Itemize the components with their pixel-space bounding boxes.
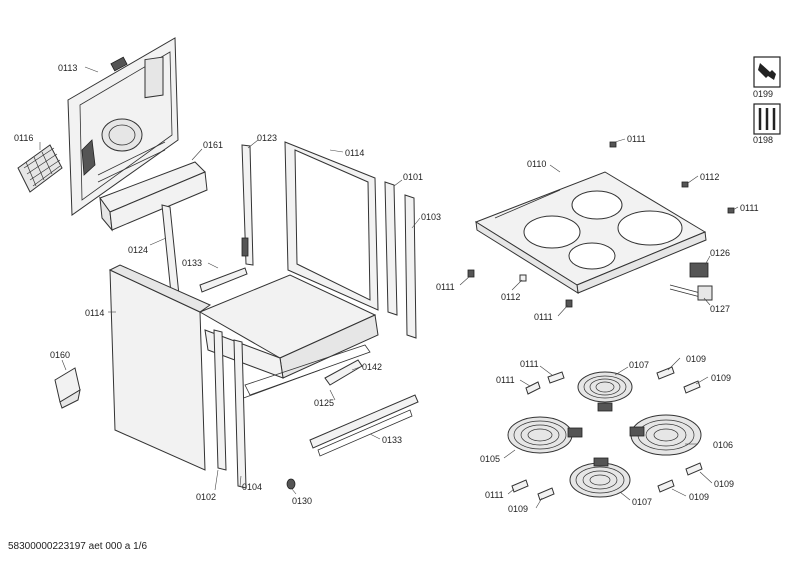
part-labels: 0113 0116 0161 0124 0133 0123 0114 0101 … bbox=[14, 63, 773, 514]
label-0133-upper: 0133 bbox=[182, 258, 202, 268]
label-0111-e3: 0111 bbox=[485, 490, 504, 500]
heating-element-left bbox=[507, 416, 583, 454]
leader-lines bbox=[39, 66, 739, 509]
label-0110: 0110 bbox=[527, 159, 546, 169]
adjustable-foot-part bbox=[286, 478, 296, 490]
element-bracket-parts bbox=[511, 366, 703, 501]
label-0106: 0106 bbox=[713, 440, 733, 450]
clip-parts bbox=[467, 141, 735, 308]
label-0124: 0124 bbox=[128, 245, 148, 255]
rail-front-part bbox=[213, 329, 247, 489]
label-0109-br: 0109 bbox=[689, 492, 709, 502]
label-0198: 0198 bbox=[753, 135, 773, 145]
heating-element-right bbox=[629, 414, 702, 456]
label-0114-rear: 0114 bbox=[345, 148, 364, 158]
rail-center-part bbox=[241, 144, 254, 266]
label-0127: 0127 bbox=[710, 304, 730, 314]
label-0123: 0123 bbox=[257, 133, 277, 143]
label-0130: 0130 bbox=[292, 496, 312, 506]
bottom-tray-part bbox=[198, 274, 379, 401]
label-0133-lower: 0133 bbox=[382, 435, 402, 445]
service-icons bbox=[753, 56, 781, 135]
label-0142: 0142 bbox=[362, 362, 382, 372]
label-0111-right: 0111 bbox=[740, 203, 759, 213]
label-0109-far: 0109 bbox=[714, 479, 734, 489]
heating-element-top bbox=[577, 371, 633, 412]
cable-duct-part bbox=[99, 161, 208, 232]
label-0111-e2: 0111 bbox=[496, 375, 515, 385]
back-panel-part bbox=[67, 37, 179, 216]
label-0109-top: 0109 bbox=[686, 354, 706, 364]
label-0113: 0113 bbox=[58, 63, 77, 73]
label-0160: 0160 bbox=[50, 350, 70, 360]
terminal-block-part bbox=[669, 262, 713, 301]
label-0161: 0161 bbox=[203, 140, 223, 150]
label-0125: 0125 bbox=[314, 398, 334, 408]
label-0116: 0116 bbox=[14, 133, 33, 143]
rear-frame-part bbox=[284, 141, 379, 311]
label-0114-side: 0114 bbox=[85, 308, 104, 318]
label-0111-top: 0111 bbox=[627, 134, 646, 144]
grease-filter-part bbox=[17, 144, 63, 193]
label-0112-right: 0112 bbox=[700, 172, 719, 182]
side-panel-part bbox=[108, 264, 212, 471]
label-0105: 0105 bbox=[480, 454, 500, 464]
document-footer: 58300000223197 aet 000 a 1/6 bbox=[8, 541, 148, 552]
label-0107-top: 0107 bbox=[629, 360, 649, 370]
cooktop-glass-part bbox=[474, 171, 707, 294]
hinge-bracket-part bbox=[54, 367, 81, 409]
label-0126: 0126 bbox=[710, 248, 730, 258]
label-0112-left: 0112 bbox=[501, 292, 520, 302]
label-0103: 0103 bbox=[421, 212, 441, 222]
label-0111-bottom: 0111 bbox=[534, 312, 553, 322]
label-0109-right: 0109 bbox=[711, 373, 731, 383]
heating-element-bottom bbox=[569, 457, 631, 498]
runner-upper-part bbox=[199, 267, 248, 293]
label-0111-left: 0111 bbox=[436, 282, 455, 292]
runner-mid-part bbox=[324, 359, 363, 386]
rail-right-part bbox=[384, 181, 417, 339]
label-0109-bl: 0109 bbox=[508, 504, 528, 514]
label-0111-e1: 0111 bbox=[520, 359, 539, 369]
label-0102: 0102 bbox=[196, 492, 216, 502]
label-0104: 0104 bbox=[242, 482, 262, 492]
label-0107-bottom: 0107 bbox=[632, 497, 652, 507]
label-0199: 0199 bbox=[753, 89, 773, 99]
runner-lower-part bbox=[309, 394, 419, 457]
label-0101: 0101 bbox=[403, 172, 423, 182]
